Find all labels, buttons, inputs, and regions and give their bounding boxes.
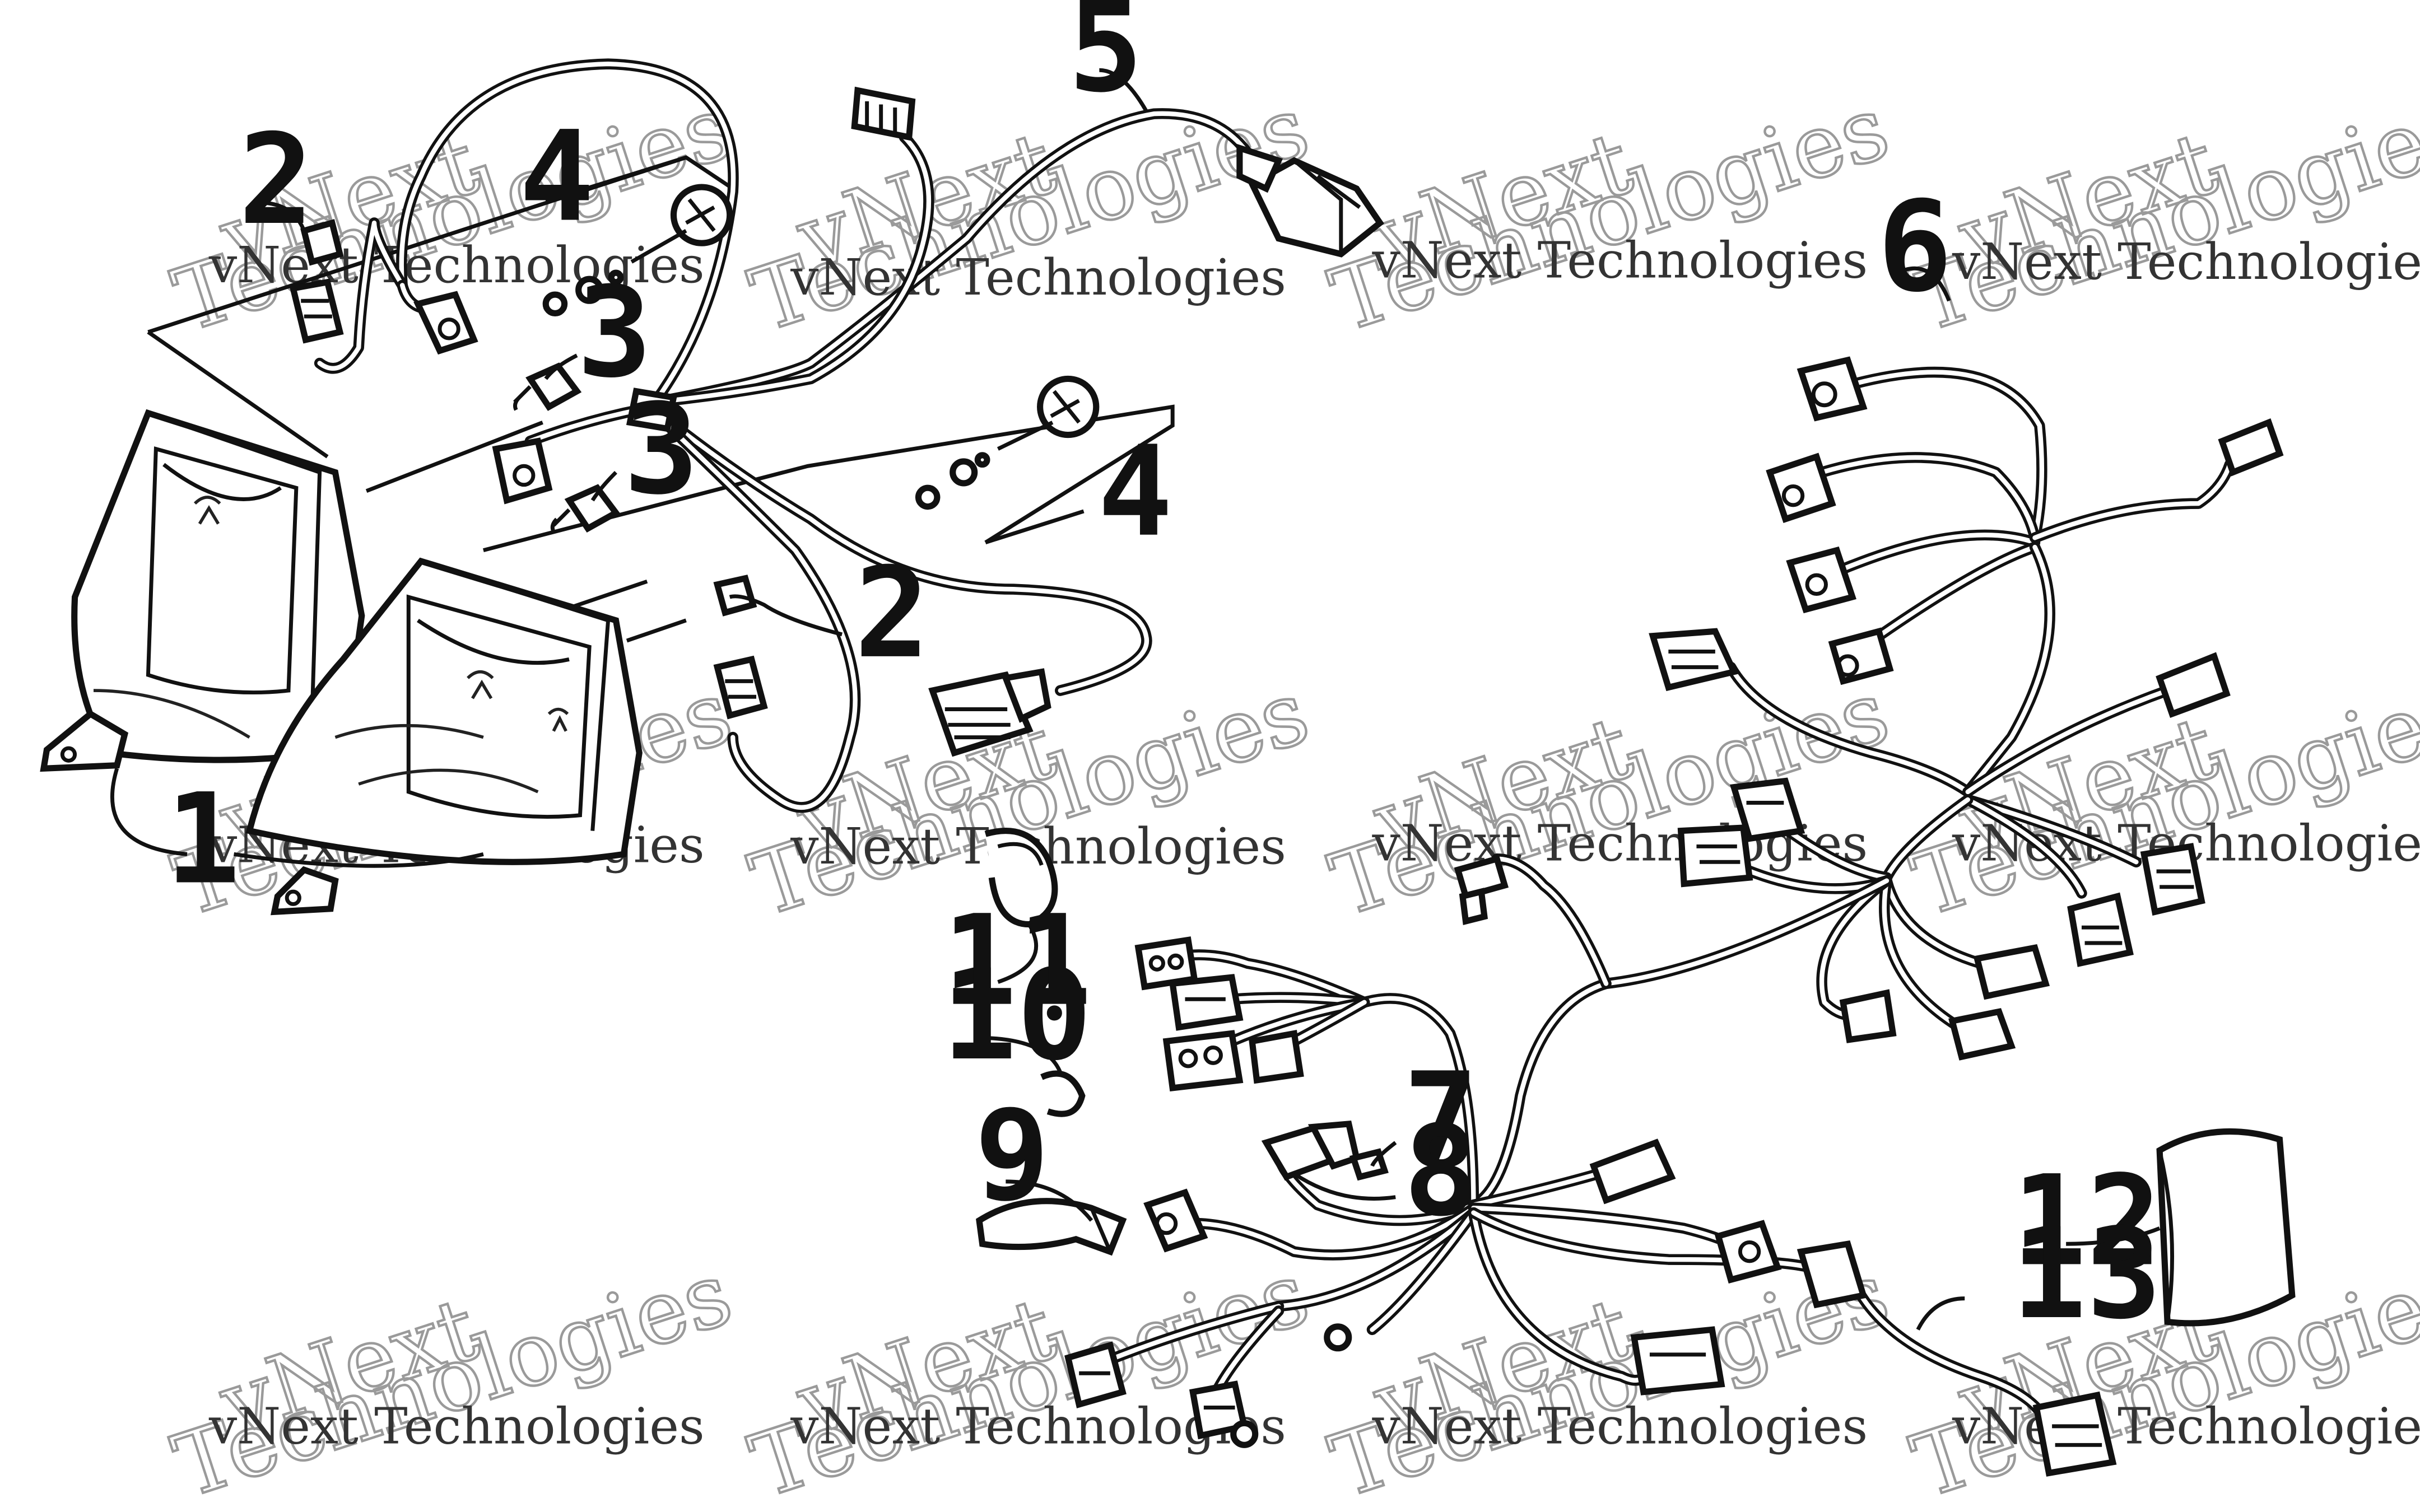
watermark: vNext Technologies vNext Technologies [738,75,1321,353]
harness-junction [626,388,678,432]
accessory-connector [1766,452,1836,523]
top-connector [851,86,916,141]
socket-right [713,655,768,720]
harness-connector [1064,1341,1127,1408]
bulb-upper [513,362,582,411]
harness-connector [1249,1029,1304,1084]
adjuster-lower [915,375,1100,510]
headlight-harness [289,58,1384,813]
harness-connector [1189,1380,1248,1440]
accessory-connector [2067,892,2134,967]
callout-7: 7 [1403,1046,1478,1191]
adjuster-upper [542,184,733,317]
watermark: vNext Technologies vNext Technologies [161,1241,744,1512]
retaining-ring-11 [984,828,1058,928]
harness-connector [1162,1030,1244,1092]
accessory-connector [1649,628,1739,692]
callout-8: 8 [1403,1098,1478,1244]
callout-11: 11 [942,888,1092,1034]
accessory-connector [1730,777,1805,842]
main-harness [1064,853,2117,1477]
headlight-right [245,557,643,916]
callout-4a: 4 [519,104,594,249]
accessory-harness [1600,356,2284,1061]
accessory-connector [2140,843,2205,916]
watermark: vNext Technologies vNext Technologies [1900,75,2420,353]
multi-pin-connector [928,668,1051,757]
accessory-connector [1797,356,1868,422]
callout-6: 6 [1877,174,1952,320]
watermark: vNext Technologies vNext Technologies [1318,75,1901,353]
main-connector [1236,143,1384,258]
callout-2b: 2 [854,540,929,686]
socket-lower [492,437,553,505]
accessory-connector [1828,627,1894,685]
accessory-connector [1948,1008,2016,1061]
harness-connector [1797,1240,1868,1309]
accessory-connector [1839,989,1897,1043]
harness-connector [1143,1188,1208,1253]
relay-connector [1261,1120,1361,1181]
callout-5: 5 [1068,0,1143,120]
watermark-small: vNext Technologies [1952,1398,2420,1456]
watermark-small: vNext Technologies [1952,233,2420,291]
callout-labels: 1 2 2 3 3 4 4 5 6 7 8 9 10 11 12 13 [165,0,2162,1347]
sleeve-12 [2156,1128,2296,1327]
callout-leaders [262,68,2161,1331]
watermark: vNext Technologies vNext Technologies [1318,660,1901,937]
watermark: vNext Technologies vNext Technologies [738,1241,1321,1512]
harness-connector [1630,1326,1725,1396]
harness-connector [2032,1391,2117,1477]
harness-connector [1589,1138,1676,1205]
callout-10: 10 [942,942,1092,1088]
bulb-lower [550,484,621,533]
harness-connector [1169,974,1244,1031]
socket-upper [289,278,344,344]
callout-2a: 2 [239,107,314,253]
callout-9: 9 [975,1083,1050,1229]
watermark-small: vNext Technologies [1371,1398,1868,1456]
callout-3a: 3 [577,260,652,405]
headlight-assembly [40,155,1175,916]
watermark-small: vNext Technologies [790,249,1286,307]
accessory-connector [2156,652,2231,718]
callout-4b: 4 [1098,419,1173,564]
accessory-connector [1973,944,2050,1000]
callout-3b: 3 [623,377,699,522]
clip-10 [1040,1070,1086,1117]
harness-connector [1714,1220,1782,1284]
accessory-connector [1786,546,1856,614]
accessory-connector [2218,418,2284,477]
headlight-left [40,409,365,772]
callout-13: 13 [2012,1201,2162,1347]
watermark-small: vNext Technologies [1371,231,1868,290]
socket-mid [413,291,478,355]
callout-12: 12 [2012,1148,2162,1294]
watermark-small: vNext Technologies [208,1398,705,1456]
callout-1: 1 [165,766,240,912]
accessory-connector [1677,824,1753,888]
side-marker-bulb-upper [300,219,344,266]
loose-parts [976,828,2296,1327]
ground-terminal [1230,1323,1352,1448]
harness-connector [1454,855,1509,925]
